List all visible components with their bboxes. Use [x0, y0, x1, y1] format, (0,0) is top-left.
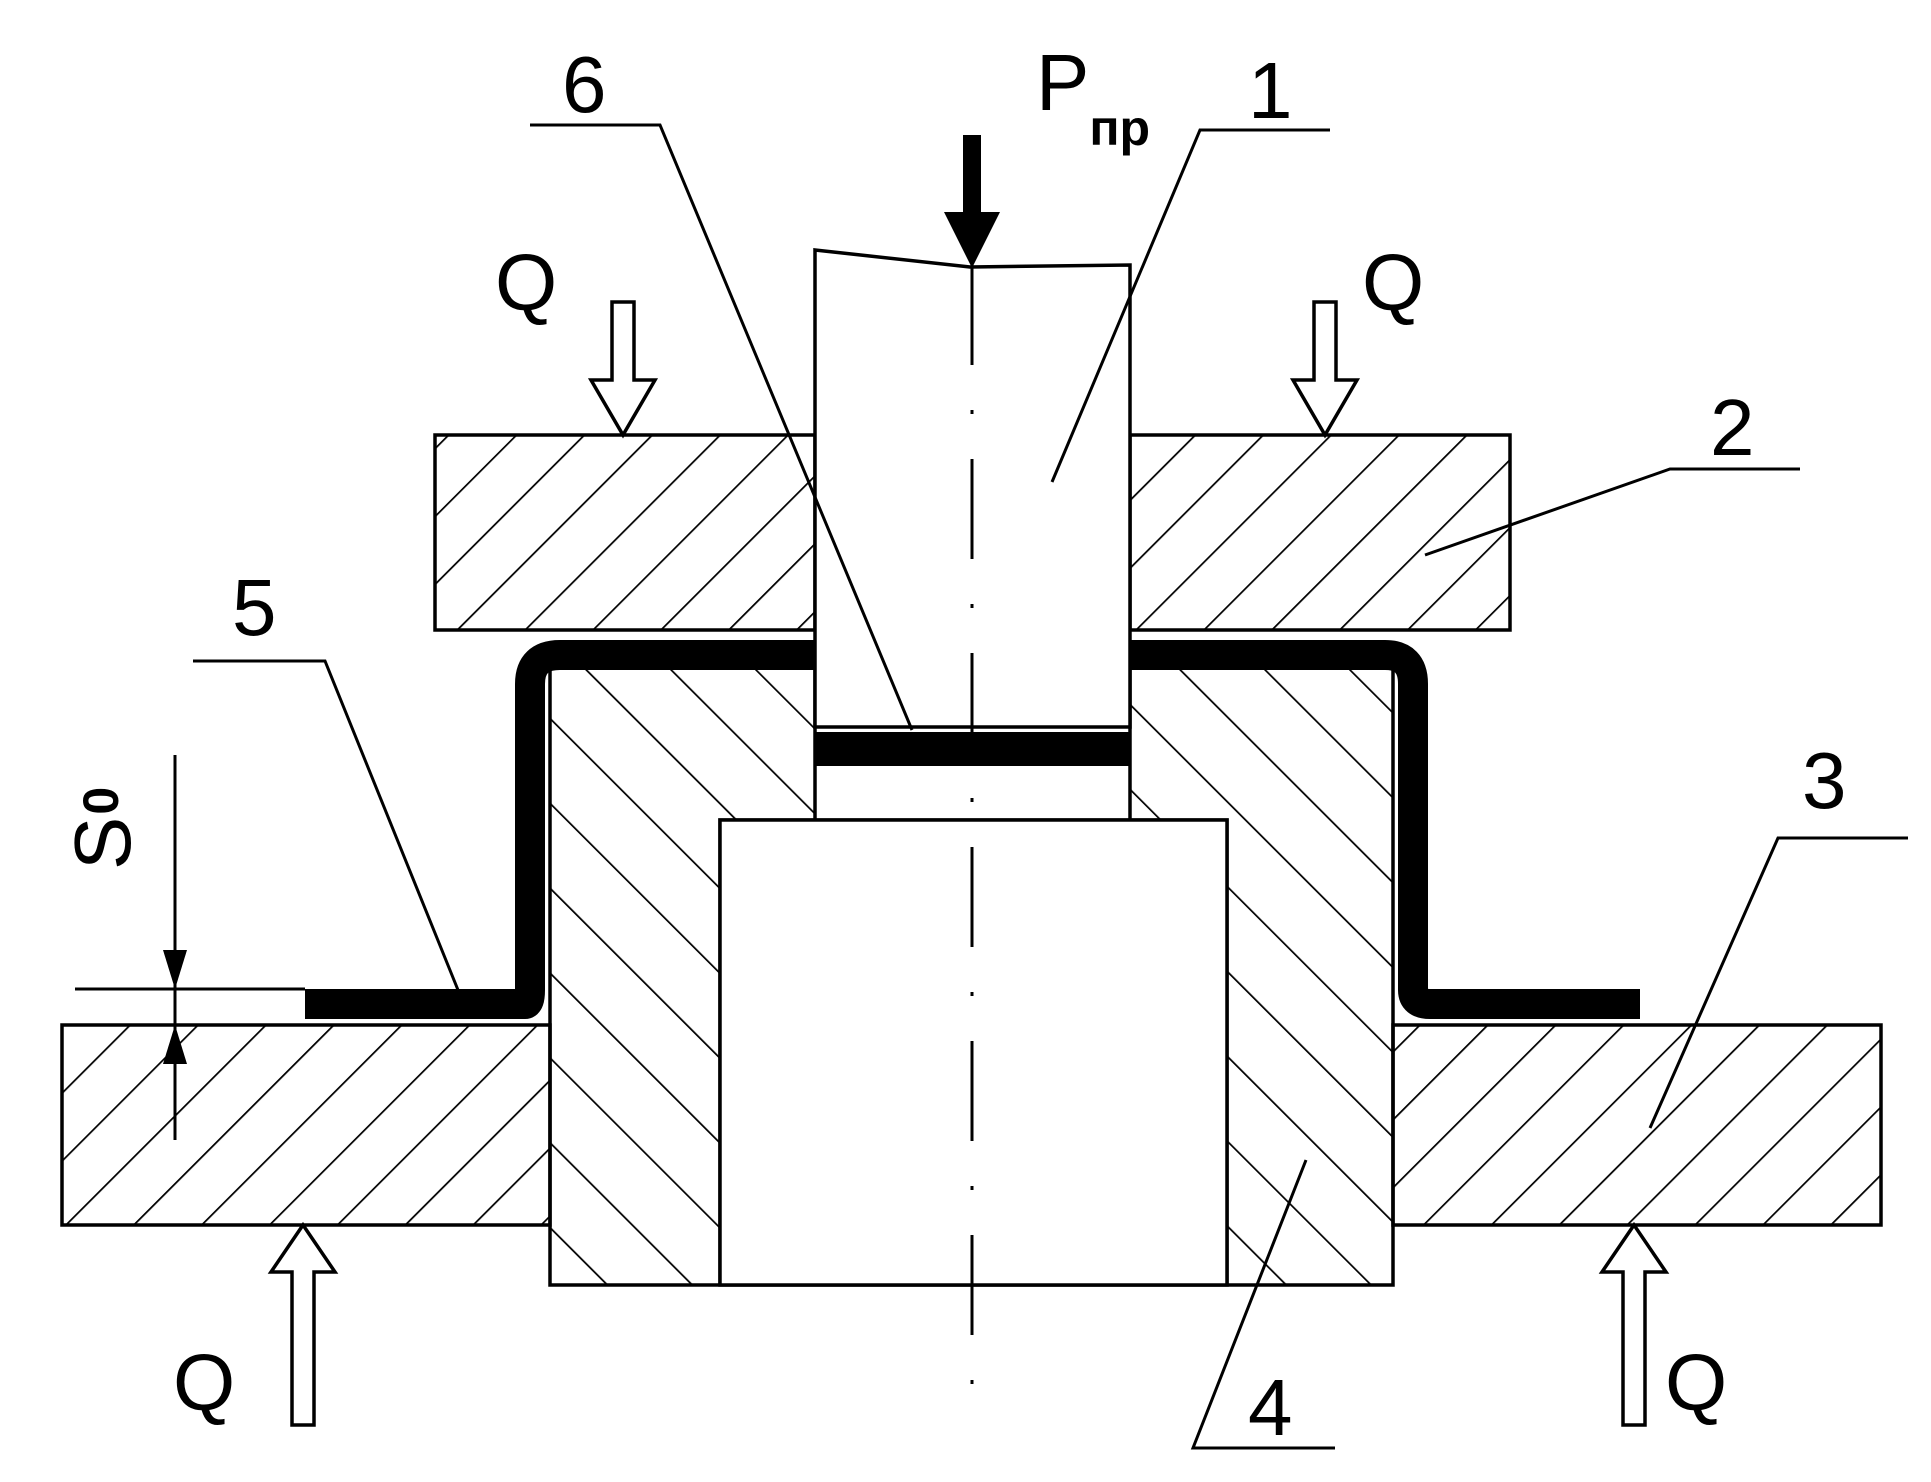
clamp-arrow-top-right: [1289, 300, 1361, 439]
leader-lines: [193, 123, 1908, 1450]
force-subscript: пр: [1089, 100, 1150, 156]
die-left: [60, 1023, 552, 1227]
force-symbol: P: [1036, 38, 1089, 127]
clamp-label-bottom-right: Q: [1665, 1338, 1727, 1427]
clamp-label-bottom-left: Q: [173, 1338, 235, 1427]
part-label-4: 4: [1248, 1363, 1293, 1452]
blank-holder: [433, 433, 1512, 632]
thickness-dimension: [75, 755, 305, 1140]
clamp-label-top-left: Q: [495, 238, 557, 327]
punch-force-arrow: [944, 135, 1000, 268]
thickness-label: S0: [58, 787, 147, 870]
leader-2: [1424, 467, 1800, 557]
clamp-arrow-bottom-left: [267, 1221, 339, 1427]
leader-6: [530, 123, 914, 731]
part-label-1: 1: [1248, 46, 1293, 135]
thickness-symbol: S0: [58, 787, 147, 870]
part-label-5: 5: [232, 563, 277, 652]
leader-4: [1190, 1159, 1335, 1450]
force-label: Pпр: [1036, 38, 1150, 156]
blank-holder-left: [433, 433, 817, 632]
leader-5: [193, 659, 460, 991]
die-right: [1391, 1023, 1883, 1227]
clamp-label-top-right: Q: [1362, 238, 1424, 327]
workpiece: [305, 640, 1640, 1019]
part-label-3: 3: [1802, 736, 1847, 825]
clamp-arrow-top-left: [587, 300, 659, 439]
clamp-arrow-bottom-right: [1598, 1221, 1670, 1427]
blank-holder-right: [1128, 433, 1512, 632]
part-label-6: 6: [562, 40, 607, 129]
leader-1: [1050, 128, 1330, 483]
part-label-2: 2: [1710, 383, 1755, 472]
die: [60, 1023, 1883, 1227]
leader-3: [1648, 836, 1908, 1129]
